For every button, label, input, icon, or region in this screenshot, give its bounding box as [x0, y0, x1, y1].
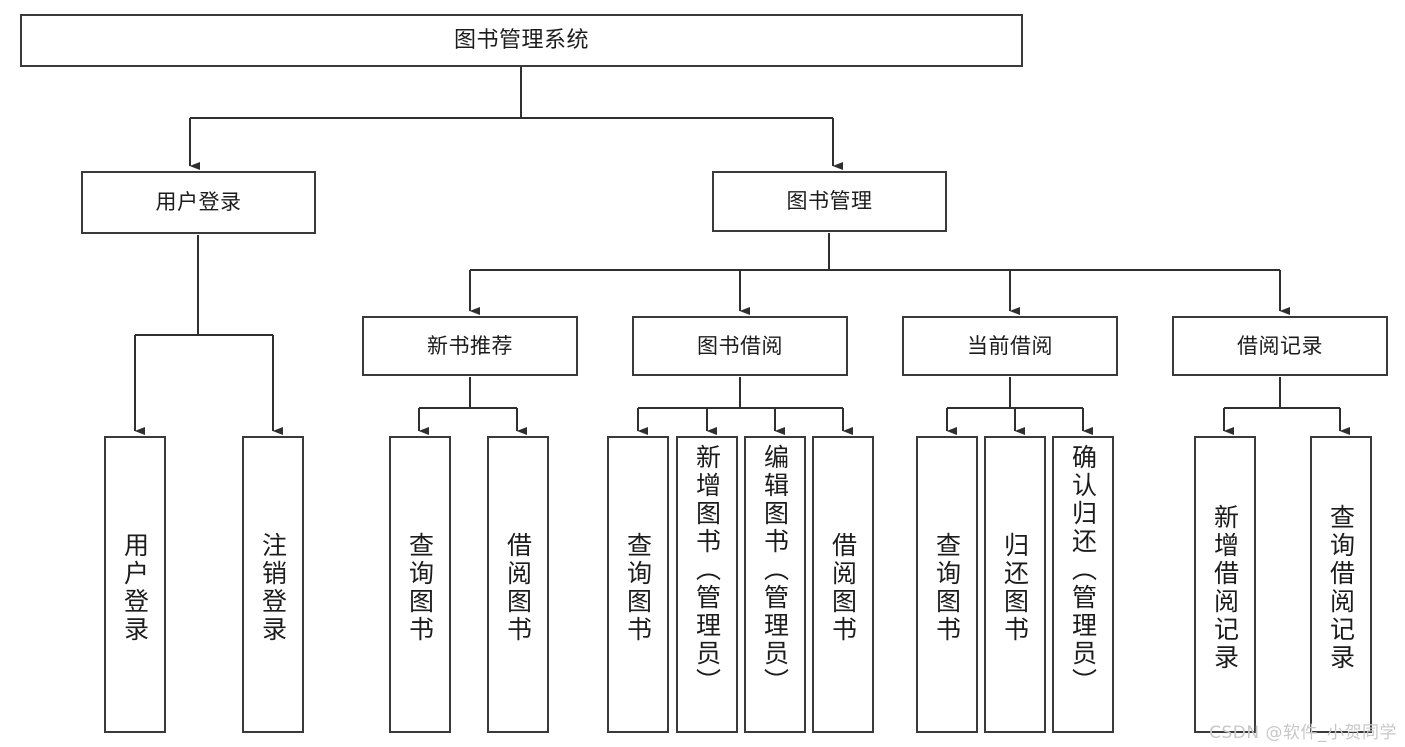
node-label: 归还图书	[1000, 531, 1030, 644]
leaf-edit-book-admin[interactable]: 编辑图书（管理员）	[744, 436, 806, 733]
node-label: 借阅记录	[1237, 333, 1323, 358]
leaf-query-book-recommend[interactable]: 查询图书	[389, 436, 451, 733]
leaf-return-book[interactable]: 归还图书	[984, 436, 1046, 733]
node-label: 编辑图书（管理员）	[760, 444, 790, 696]
leaf-borrow-book-borrow[interactable]: 借阅图书	[812, 436, 874, 733]
node-label: 用户登录	[155, 190, 242, 215]
node-root-book-management-system[interactable]: 图书管理系统	[20, 14, 1023, 67]
node-current-borrow[interactable]: 当前借阅	[902, 316, 1118, 376]
node-book-management[interactable]: 图书管理	[712, 171, 947, 232]
leaf-borrow-book-recommend[interactable]: 借阅图书	[487, 436, 549, 733]
node-label: 新增图书（管理员）	[692, 444, 722, 696]
node-user-login[interactable]: 用户登录	[81, 171, 316, 234]
node-label: 查询图书	[932, 531, 962, 644]
node-label: 注销登录	[258, 531, 288, 644]
leaf-query-book-borrow[interactable]: 查询图书	[607, 436, 669, 733]
leaf-query-book-current[interactable]: 查询图书	[916, 436, 978, 733]
node-label: 图书管理系统	[453, 27, 589, 53]
node-label: 查询图书	[623, 531, 653, 644]
csdn-watermark: CSDN @软件_小贺同学	[1209, 723, 1397, 743]
node-label: 图书借阅	[697, 333, 783, 358]
leaf-confirm-return-admin[interactable]: 确认归还（管理员）	[1052, 436, 1114, 733]
node-label: 借阅图书	[828, 531, 858, 644]
leaf-user-login[interactable]: 用户登录	[104, 436, 166, 733]
node-label: 借阅图书	[503, 531, 533, 644]
node-label: 确认归还（管理员）	[1068, 444, 1098, 696]
node-label: 新书推荐	[427, 333, 513, 358]
node-label: 当前借阅	[967, 333, 1053, 358]
leaf-add-book-admin[interactable]: 新增图书（管理员）	[676, 436, 738, 733]
leaf-query-borrow-record[interactable]: 查询借阅记录	[1310, 436, 1372, 733]
leaf-add-borrow-record[interactable]: 新增借阅记录	[1194, 436, 1256, 733]
node-new-book-recommend[interactable]: 新书推荐	[362, 316, 578, 376]
node-label: 图书管理	[786, 189, 873, 214]
node-book-borrow[interactable]: 图书借阅	[632, 316, 848, 376]
leaf-logout-login[interactable]: 注销登录	[242, 436, 304, 733]
node-borrow-record[interactable]: 借阅记录	[1172, 316, 1388, 376]
node-label: 查询图书	[405, 531, 435, 644]
node-label: 查询借阅记录	[1326, 503, 1356, 672]
node-label: 新增借阅记录	[1210, 503, 1240, 672]
node-label: 用户登录	[120, 531, 150, 644]
